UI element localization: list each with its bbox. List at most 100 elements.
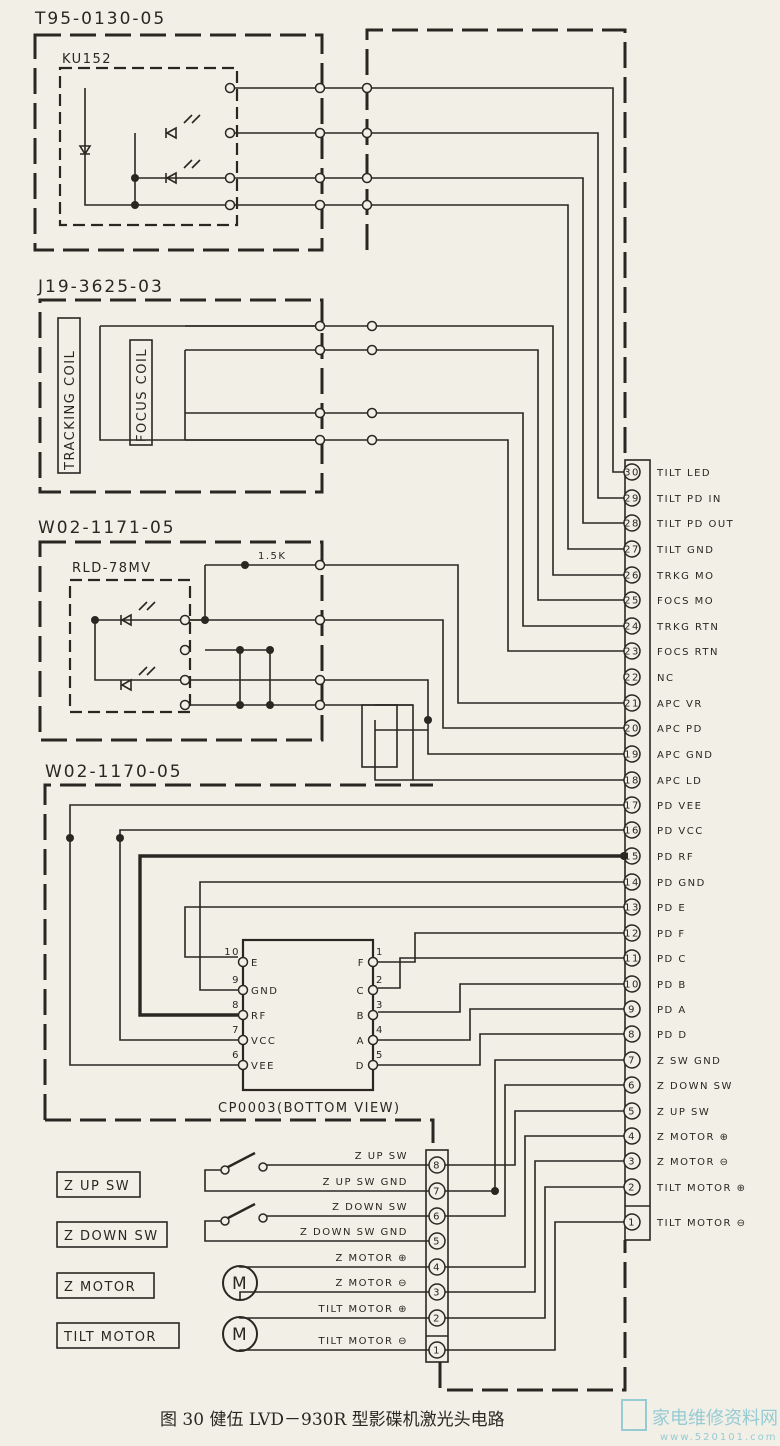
pin-number: 11 xyxy=(624,954,640,965)
main-connector xyxy=(624,459,651,1241)
pin-number: 10 xyxy=(624,980,640,991)
junction xyxy=(314,559,326,571)
pin-label: PD VEE xyxy=(657,801,702,812)
chip-pin xyxy=(237,1059,249,1071)
junction xyxy=(179,644,191,656)
pin-label: Z UP SW xyxy=(657,1107,710,1118)
tilt-motor-symbol: M xyxy=(222,1316,258,1352)
solder-dot xyxy=(266,646,274,654)
pin-number: 5 xyxy=(628,1107,636,1118)
wire xyxy=(69,804,624,1066)
pin-number: 1 xyxy=(433,1346,441,1357)
svg-text:TILT MOTOR: TILT MOTOR xyxy=(63,1330,157,1345)
pin-number: 6 xyxy=(433,1212,441,1223)
section-label-rld: RLD-78MV xyxy=(72,561,152,576)
pin-number: 14 xyxy=(624,878,640,889)
wire xyxy=(239,1266,429,1268)
wire xyxy=(230,132,624,499)
pin-label: TILT MOTOR ⊖ xyxy=(317,1336,408,1347)
pin-number: 15 xyxy=(624,852,640,863)
chip-pin-label: VEE xyxy=(251,1061,275,1072)
pin-label: PD C xyxy=(657,954,687,965)
chip-pin xyxy=(367,984,379,996)
solder-dot xyxy=(620,852,628,860)
pin-label: APC LD xyxy=(657,776,702,787)
pin-number: 12 xyxy=(624,929,640,940)
chip-pin-number: 9 xyxy=(232,975,240,986)
pin-number: 20 xyxy=(624,724,640,735)
pin-label: TILT MOTOR ⊕ xyxy=(656,1183,747,1194)
pin-label: TILT MOTOR ⊕ xyxy=(317,1304,408,1315)
junction xyxy=(314,407,326,419)
svg-text:Z UP SW: Z UP SW xyxy=(64,1179,130,1194)
pin-label: APC PD xyxy=(657,724,703,735)
pin-number: 22 xyxy=(624,673,640,684)
pin-number: 18 xyxy=(624,776,640,787)
pin-label: FOCS RTN xyxy=(657,647,719,658)
chip-pin-label: B xyxy=(357,1011,365,1022)
pin-number: 7 xyxy=(628,1056,636,1067)
junction xyxy=(314,614,326,626)
junction xyxy=(224,82,236,94)
svg-text:家电维修资料网: 家电维修资料网 xyxy=(652,1408,778,1429)
pin-label: PD E xyxy=(657,903,686,914)
pin-label: TILT LED xyxy=(656,468,711,479)
pin-label: Z MOTOR ⊖ xyxy=(657,1157,730,1168)
light-arrow-icon xyxy=(138,601,156,611)
led-icon xyxy=(165,126,177,140)
chip-pin-label: C xyxy=(357,986,365,997)
pin-number: 8 xyxy=(433,1161,441,1172)
section-label-j19: J19-3625-03 xyxy=(37,277,164,297)
pin-number: 3 xyxy=(628,1157,636,1168)
pin-label: Z SW GND xyxy=(657,1056,721,1067)
chip-pin xyxy=(367,956,379,968)
chip-pin-number: 3 xyxy=(376,1000,384,1011)
wire xyxy=(378,957,624,989)
pin-circle xyxy=(623,668,641,686)
pin-number: 24 xyxy=(624,622,640,633)
svg-text:www.520101.com: www.520101.com xyxy=(660,1432,778,1443)
solder-dot xyxy=(116,834,124,842)
pin-label: FOCS MO xyxy=(657,596,714,607)
solder-dot xyxy=(424,716,432,724)
wire xyxy=(94,620,185,681)
pin-number: 29 xyxy=(624,494,640,505)
wire xyxy=(230,87,624,473)
pin-number: 7 xyxy=(433,1187,441,1198)
chip-pin xyxy=(367,1034,379,1046)
wire xyxy=(445,1110,624,1166)
pin-label: Z MOTOR ⊖ xyxy=(335,1278,408,1289)
pin-number: 26 xyxy=(624,571,640,582)
led-icon xyxy=(120,678,132,692)
wire xyxy=(378,1033,624,1066)
pin-number: 25 xyxy=(624,596,640,607)
pin-label: PD RF xyxy=(657,852,694,863)
pin-label: Z DOWN SW xyxy=(657,1081,733,1092)
wire xyxy=(185,679,624,755)
pin-number: 3 xyxy=(433,1288,441,1299)
wire xyxy=(205,564,624,704)
wire xyxy=(185,704,624,781)
wire xyxy=(204,1169,429,1192)
pin-number: 17 xyxy=(624,801,640,812)
pin-label: TILT MOTOR ⊖ xyxy=(656,1218,747,1229)
section-boxes xyxy=(33,28,627,1392)
wire xyxy=(119,829,624,1041)
junction xyxy=(314,344,326,356)
chip-pin-number: 8 xyxy=(232,1000,240,1011)
pin-label: PD F xyxy=(657,929,686,940)
chip-pin xyxy=(237,1034,249,1046)
pin-label: PD GND xyxy=(657,878,706,889)
svg-text:M: M xyxy=(232,1325,249,1345)
rf-wire xyxy=(138,854,624,1017)
tracking-coil-box xyxy=(57,317,81,474)
wire xyxy=(445,1084,624,1217)
focus-coil-label: FOCUS COIL xyxy=(135,348,150,442)
pin-label: TILT PD OUT xyxy=(656,519,734,530)
chip-pin-label: E xyxy=(251,958,259,969)
chip-pin-number: 10 xyxy=(224,947,240,958)
svg-text:Z MOTOR: Z MOTOR xyxy=(64,1280,136,1295)
chip-pin xyxy=(367,1009,379,1021)
